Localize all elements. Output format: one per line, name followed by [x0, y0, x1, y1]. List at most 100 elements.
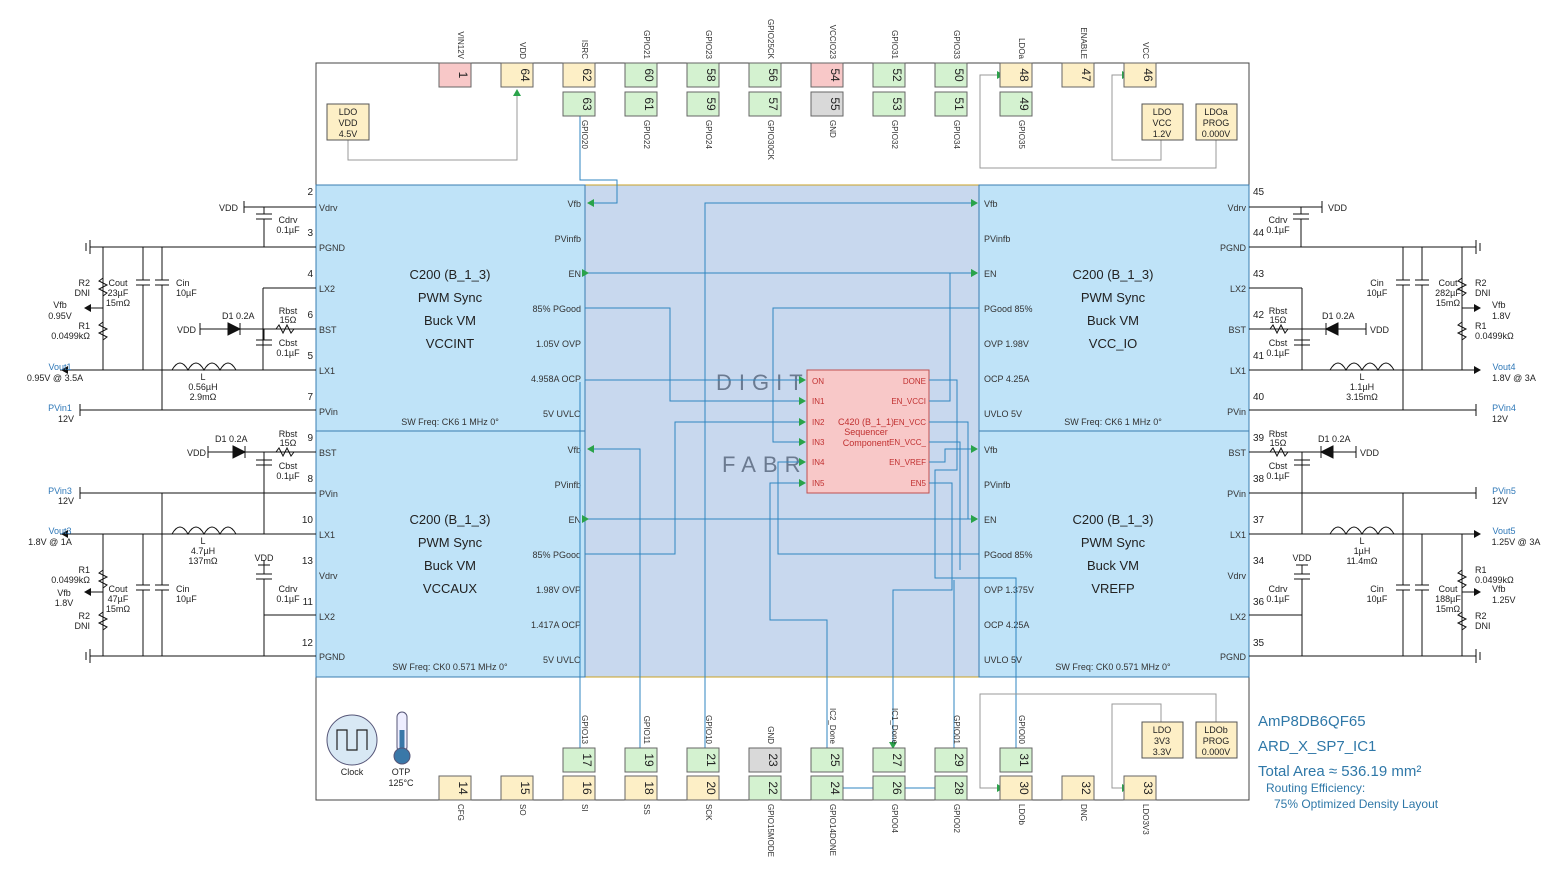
buck-vccint[interactable]	[315, 184, 586, 432]
ext-r-cin1-a: Cin	[1370, 278, 1384, 288]
buck1-title-1: C200 (B_1_3)	[1073, 267, 1154, 282]
ldo-vdd-box[interactable]	[326, 103, 370, 141]
buck-vccio[interactable]	[978, 184, 1250, 432]
ext-l-cout3-a: Cout	[108, 584, 128, 594]
seq-title-3: Component	[843, 438, 890, 448]
pin-num-40: 40	[1253, 392, 1265, 403]
buck2-lpin-4: LX2	[319, 612, 335, 622]
seq-in-4: IN4	[812, 458, 825, 467]
pin-num-36: 36	[1253, 597, 1265, 608]
bottom-pin-label: CFG	[456, 804, 465, 821]
ext-r-cbst1-a: Cbst	[1269, 338, 1288, 348]
bottom-pin-num: 26	[890, 781, 904, 795]
ext-r-l1-a: L	[1359, 372, 1364, 382]
buck3-rpin-5: PGND	[1220, 652, 1247, 662]
ext-l-cin3-b: 10µF	[176, 594, 197, 604]
buck-vrefp[interactable]	[978, 430, 1250, 678]
buck-vccaux[interactable]	[315, 430, 586, 678]
buck2-lpin-1: PVin	[319, 489, 338, 499]
resistor-r1b-right	[1456, 569, 1468, 589]
buck0-lpin-0: Vdrv	[319, 203, 338, 213]
ldo-vcc-box[interactable]	[1141, 103, 1184, 141]
sequencer-block[interactable]	[806, 369, 930, 494]
ldob-prog-box[interactable]	[1195, 721, 1238, 759]
bottom-pin-label: SS	[642, 804, 651, 815]
ext-l-vdd4: VDD	[254, 553, 274, 563]
ext-l-vfb3-a: Vfb	[57, 588, 71, 598]
ext-r-d1: D1 0.2A	[1322, 311, 1355, 321]
routing-wires	[579, 115, 1017, 792]
pin-num-11: 11	[303, 597, 314, 608]
top-inner-pin-num: 63	[580, 97, 594, 111]
buck2-rpin-5: 1.417A OCP	[531, 620, 581, 630]
pin-num-9: 9	[307, 433, 313, 444]
bottom-pin-num: 24	[828, 781, 842, 795]
ext-r-cout1-c: 15mΩ	[1436, 298, 1461, 308]
ldoa-prog-box[interactable]	[1195, 103, 1238, 141]
ext-r-cbst1-b: 0.1µF	[1266, 348, 1290, 358]
top-pin-num: 52	[890, 68, 904, 82]
diode-d1-right	[1324, 322, 1339, 336]
ldoa-prog-l1: LDOa	[1204, 107, 1228, 117]
buck0-title-4: VCCINT	[426, 336, 474, 351]
bottom-inner-pin-num: 29	[952, 753, 966, 767]
bottom-inner-pin-num: 27	[890, 753, 904, 767]
ldo-3v3-box[interactable]	[1141, 721, 1184, 759]
seq-out-1: EN_VCCI	[891, 397, 926, 406]
top-pin-label: GPIO23	[704, 30, 713, 59]
seq-out-4: EN_VREF	[889, 458, 926, 467]
ext-r-vdd2: VDD	[1370, 325, 1390, 335]
pin-num-44: 44	[1253, 228, 1265, 239]
ext-r-l5-b: 1µH	[1354, 546, 1371, 556]
ext-l-d1: D1 0.2A	[222, 311, 255, 321]
pin-num-12: 12	[302, 638, 314, 649]
buck1-rpin-0: Vdrv	[1227, 203, 1246, 213]
seq-in-3: IN3	[812, 438, 825, 447]
wire-gpio10-vfb	[704, 199, 978, 748]
bottom-inner-pin-label: GPIO10	[704, 715, 713, 744]
bottom-pin-num: 28	[952, 781, 966, 795]
bottom-pin-label: SO	[518, 804, 527, 816]
resistor-rbst3-left	[275, 446, 295, 458]
